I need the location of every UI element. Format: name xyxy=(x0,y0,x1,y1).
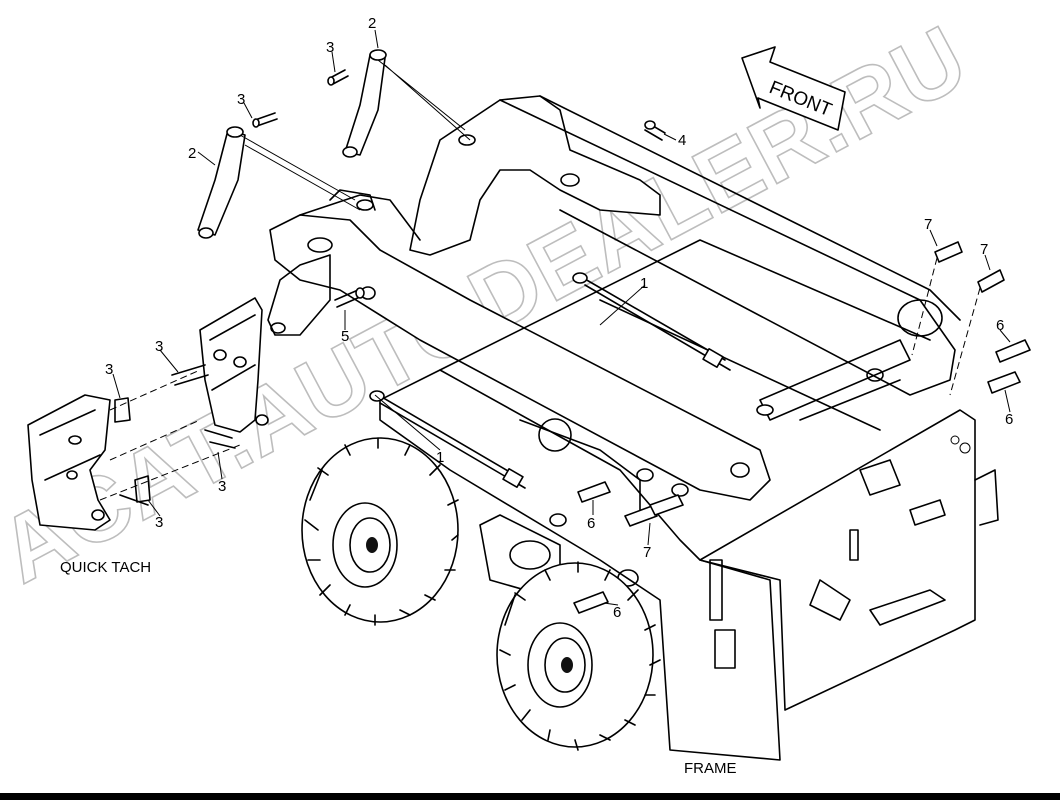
tilt-cylinder-upper xyxy=(342,49,387,158)
callout-2-lower: 2 xyxy=(188,145,196,162)
callout-leaders xyxy=(112,29,1011,606)
quick-tach-label: QUICK TACH xyxy=(60,559,152,576)
loader-boom-arms xyxy=(267,95,961,501)
callout-6-bottom: 6 xyxy=(613,604,621,621)
front-left-tire xyxy=(301,437,459,626)
lift-cylinder-right xyxy=(572,272,774,416)
callout-7-upper: 7 xyxy=(924,216,932,233)
callout-3-qt-a: 3 xyxy=(155,338,163,355)
chassis-frame xyxy=(379,239,999,761)
pin-item-3-upper xyxy=(327,69,349,86)
callout-3-qt-d: 3 xyxy=(155,514,163,531)
callout-7-mid: 7 xyxy=(643,544,651,561)
callout-2-upper: 2 xyxy=(368,15,376,32)
callout-6-mid: 6 xyxy=(587,515,595,532)
pin-item-7-right xyxy=(949,269,1005,396)
lift-cylinder-left xyxy=(369,390,567,527)
callout-3-qt-b: 3 xyxy=(105,361,113,378)
callout-6-lower: 6 xyxy=(1005,411,1013,428)
rear-right-tire xyxy=(496,561,661,751)
callout-6-upper: 6 xyxy=(996,317,1004,334)
pin-item-4 xyxy=(644,120,666,141)
callout-7-right: 7 xyxy=(980,241,988,258)
pin-item-6-bottom xyxy=(573,591,609,614)
pin-item-3-lower xyxy=(252,112,278,128)
pin-item-6-upper xyxy=(995,339,1031,363)
pin-item-6-mid xyxy=(577,481,611,503)
quick-tach-assembly xyxy=(27,297,269,531)
tilt-cylinder-leader-lines xyxy=(239,59,471,211)
callout-4: 4 xyxy=(678,132,686,149)
callout-numbers: 2 3 3 2 4 7 7 1 5 6 6 3 3 1 3 3 6 7 6 xyxy=(105,15,1013,621)
callout-1-upper: 1 xyxy=(640,275,648,292)
callout-3-upper: 3 xyxy=(326,39,334,56)
tilt-cylinder-lower xyxy=(197,126,246,239)
callout-3-qt-c: 3 xyxy=(218,478,226,495)
callout-5: 5 xyxy=(341,328,349,345)
callout-1-lower: 1 xyxy=(436,449,444,466)
bottom-border xyxy=(0,793,1060,800)
frame-label: FRAME xyxy=(684,760,737,777)
pin-item-7-mid xyxy=(624,494,684,527)
callout-3-mid: 3 xyxy=(237,91,245,108)
pin-item-5 xyxy=(334,287,365,308)
pin-item-7-upper xyxy=(911,241,963,356)
pin-item-6-lower xyxy=(987,371,1021,394)
